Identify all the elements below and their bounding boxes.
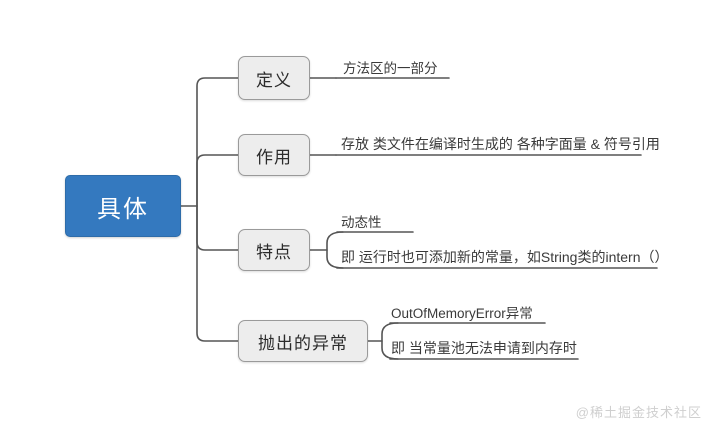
branch-node-label: 特点 (256, 242, 292, 262)
branch-node-label: 作用 (256, 147, 292, 167)
wire-trunk-to-purpose (196, 154, 239, 207)
watermark: @稀土掘金技术社区 (575, 405, 702, 420)
leaf-features-0[interactable]: 动态性 (341, 215, 382, 230)
wire-trunk-to-exception (196, 205, 239, 342)
leaf-features-1[interactable]: 即 运行时也可添加新的常量，如String类的intern（） (341, 249, 669, 265)
wire-exception-fork (381, 322, 399, 360)
leaf-definition-0[interactable]: 方法区的一部分 (343, 61, 438, 76)
branch-node-exception[interactable]: 抛出的异常 (238, 320, 368, 362)
branch-node-features[interactable]: 特点 (238, 229, 310, 271)
root-node-label: 具体 (97, 195, 149, 223)
leaf-exception-0[interactable]: OutOfMemoryError异常 (391, 306, 533, 321)
wire-trunk-to-features (196, 205, 239, 251)
root-node[interactable]: 具体 (65, 175, 181, 237)
wire-trunk-to-definition (196, 77, 239, 207)
branch-node-label: 抛出的异常 (258, 333, 348, 353)
branch-node-definition[interactable]: 定义 (238, 56, 310, 100)
leaf-purpose-0[interactable]: 存放 类文件在编译时生成的 各种字面量 & 符号引用 (341, 136, 660, 152)
branch-node-label: 定义 (256, 70, 292, 90)
branch-node-purpose[interactable]: 作用 (238, 134, 310, 176)
wire-features-fork (326, 231, 344, 269)
leaf-exception-1[interactable]: 即 当常量池无法申请到内存时 (391, 340, 577, 356)
